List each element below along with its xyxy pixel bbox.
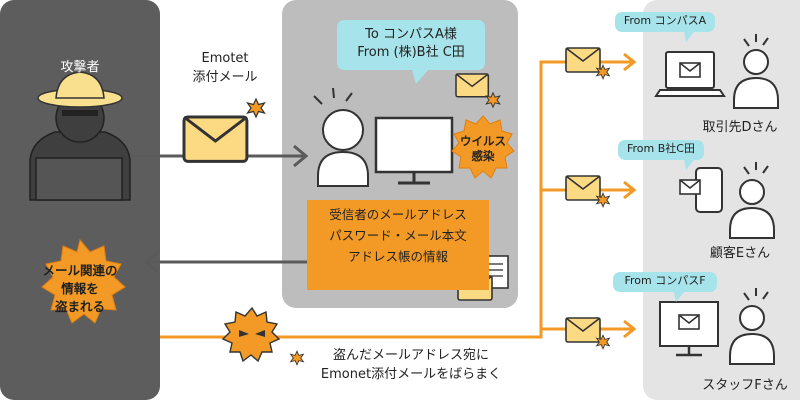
emotet-mail-line1: Emotet (180, 49, 270, 68)
speech-line1: To コンパスA様 (337, 26, 485, 44)
monitor-icon (376, 118, 452, 183)
virus-creature-icon (223, 308, 279, 361)
emotet-mail-line2: 添付メール (180, 68, 270, 87)
spoofed-mail-bubble: To コンパスA様 From (株)B社 C田 (337, 20, 485, 70)
laptop-icon (656, 52, 724, 96)
recipient-d-label: 取引先Dさん (690, 116, 790, 135)
recipient-f-from-bubble: From コンパスF (613, 272, 717, 292)
recipient-f-label: スタッフFさん (690, 374, 800, 393)
spread-envelope-icon (566, 176, 600, 200)
recipient-e-from-bubble: From B社C田 (618, 140, 704, 160)
recipient-e-label: 顧客Eさん (690, 242, 790, 261)
recipient-d-from-bubble: From コンパスA (615, 12, 715, 32)
speech-line2: From (株)B社 C田 (337, 44, 485, 62)
stolen-burst-line1: メール関連の (36, 262, 124, 280)
victim-person-icon (314, 88, 368, 186)
desktop-monitor-icon (660, 302, 718, 355)
spread-line1: 盗んだメールアドレス宛に (306, 346, 516, 365)
spread-caption: 盗んだメールアドレス宛に Emonet添付メールをばらまく (306, 346, 516, 384)
stolen-info-line2: パスワード・メール本文 (307, 225, 489, 246)
stolen-burst-line3: 盗まれる (36, 298, 124, 316)
attacker-label: 攻撃者 (0, 58, 160, 77)
spread-envelope-icon (566, 48, 600, 72)
stolen-info-line1: 受信者のメールアドレス (307, 204, 489, 225)
attacker-icon (30, 72, 130, 200)
recipient-d-person-icon (734, 34, 778, 108)
virus-line2: 感染 (452, 149, 514, 164)
recipient-e-person-icon (730, 162, 774, 238)
stolen-burst-label: メール関連の 情報を 盗まれる (36, 262, 124, 316)
stolen-info-box: 受信者のメールアドレス パスワード・メール本文 アドレス帳の情報 (307, 200, 489, 290)
spread-envelope-icon (566, 318, 600, 342)
emotet-mail-label: Emotet 添付メール (180, 49, 270, 87)
virus-infection-label: ウイルス 感染 (452, 134, 514, 164)
spread-line2: Emonet添付メールをばらまく (306, 365, 516, 384)
stolen-burst-line2: 情報を (36, 280, 124, 298)
received-envelope-icon (456, 74, 488, 97)
emotet-envelope-icon (184, 117, 247, 161)
virus-line1: ウイルス (452, 134, 514, 149)
smartphone-icon (680, 168, 722, 212)
recipient-f-person-icon (730, 288, 774, 364)
stolen-info-line3: アドレス帳の情報 (307, 246, 489, 267)
